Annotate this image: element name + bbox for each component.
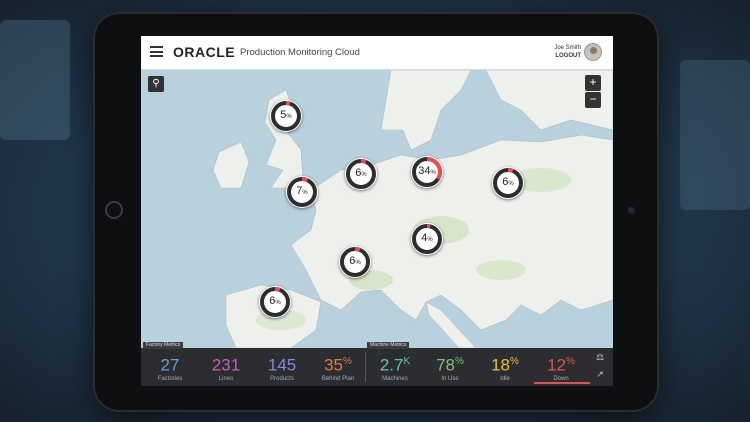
metric-value: 27	[160, 355, 180, 375]
background-blur	[0, 20, 70, 140]
factory-marker[interactable]: 6%	[345, 158, 377, 190]
marker-value: 6%	[502, 176, 514, 188]
metric-label: Behind Plan	[321, 375, 355, 382]
background-blur	[680, 60, 750, 210]
factory-marker[interactable]: 6%	[339, 246, 371, 278]
metric-label: In Use	[441, 375, 459, 382]
zoom-controls: + −	[585, 75, 601, 109]
europe-map[interactable]: 5% 7% 6% 34% 6% 4% 6	[141, 70, 613, 348]
metric-label: Lines	[218, 375, 234, 382]
map-land	[212, 70, 613, 348]
tab-machine-metrics[interactable]: Machine Metrics	[367, 342, 410, 349]
metric-factories[interactable]: 27 Factories	[143, 352, 197, 382]
factory-marker[interactable]: 6%	[492, 167, 524, 199]
metrics-bar: Factory Metrics Machine Metrics 27 Facto…	[141, 342, 613, 386]
factory-marker[interactable]: 4%	[411, 223, 443, 255]
home-button[interactable]	[105, 201, 123, 219]
zoom-in-button[interactable]: +	[585, 75, 601, 91]
metric-lines[interactable]: 231 Lines	[199, 352, 253, 382]
metric-behind-plan[interactable]: 35% Behind Plan	[311, 352, 365, 382]
user-info: Joe Smith LOGOUT	[554, 44, 581, 60]
search-icon: ⚲	[152, 78, 160, 89]
marker-value: 6%	[349, 255, 361, 267]
metric-value: 231	[211, 355, 241, 375]
metric-machines[interactable]: 2.7K Machines	[368, 352, 422, 382]
menu-icon[interactable]	[150, 46, 163, 57]
search-button[interactable]: ⚲	[148, 76, 164, 92]
marker-value: 5%	[280, 109, 292, 121]
tablet-screen: ORACLE Production Monitoring Cloud Joe S…	[141, 36, 613, 386]
factory-marker[interactable]: 7%	[286, 176, 318, 208]
factory-marker[interactable]: 6%	[259, 286, 291, 318]
metric-label: Down	[553, 375, 569, 382]
marker-value: 4%	[421, 232, 433, 244]
metrics-divider	[365, 352, 366, 382]
tab-factory-metrics[interactable]: Factory Metrics	[143, 342, 184, 349]
oracle-logo: ORACLE	[173, 44, 236, 60]
marker-value: 6%	[355, 167, 367, 179]
metric-value: 12%	[547, 355, 575, 375]
metric-value: 18%	[491, 355, 519, 375]
metric-value: 35%	[324, 355, 352, 375]
marker-value: 7%	[296, 185, 308, 197]
chart-icon[interactable]: ↗	[596, 369, 604, 379]
marker-value: 34%	[418, 165, 436, 177]
scale-icon[interactable]: ⚖	[595, 352, 605, 362]
metric-value: 2.7K	[379, 355, 411, 375]
factory-marker[interactable]: 5%	[270, 100, 302, 132]
logout-link[interactable]: LOGOUT	[555, 53, 581, 59]
metric-down[interactable]: 12% Down	[534, 352, 588, 382]
zoom-out-button[interactable]: −	[585, 92, 601, 108]
metric-label: Products	[270, 375, 294, 382]
selected-indicator	[534, 382, 590, 384]
metric-products[interactable]: 145 Products	[255, 352, 309, 382]
app-title: Production Monitoring Cloud	[240, 47, 360, 58]
metric-value: 78%	[436, 355, 464, 375]
metric-idle[interactable]: 18% Idle	[478, 352, 532, 382]
metric-label: Factories	[157, 375, 183, 382]
metric-in-use[interactable]: 78% In Use	[423, 352, 477, 382]
camera	[628, 207, 635, 214]
metric-label: Machines	[382, 375, 408, 382]
avatar[interactable]	[584, 43, 602, 61]
user-name: Joe Smith	[554, 45, 581, 51]
metric-value: 145	[267, 355, 297, 375]
metric-label: Idle	[500, 375, 510, 382]
marker-value: 6%	[269, 295, 281, 307]
factory-marker[interactable]: 34%	[411, 156, 443, 188]
top-bar: ORACLE Production Monitoring Cloud Joe S…	[141, 36, 613, 70]
